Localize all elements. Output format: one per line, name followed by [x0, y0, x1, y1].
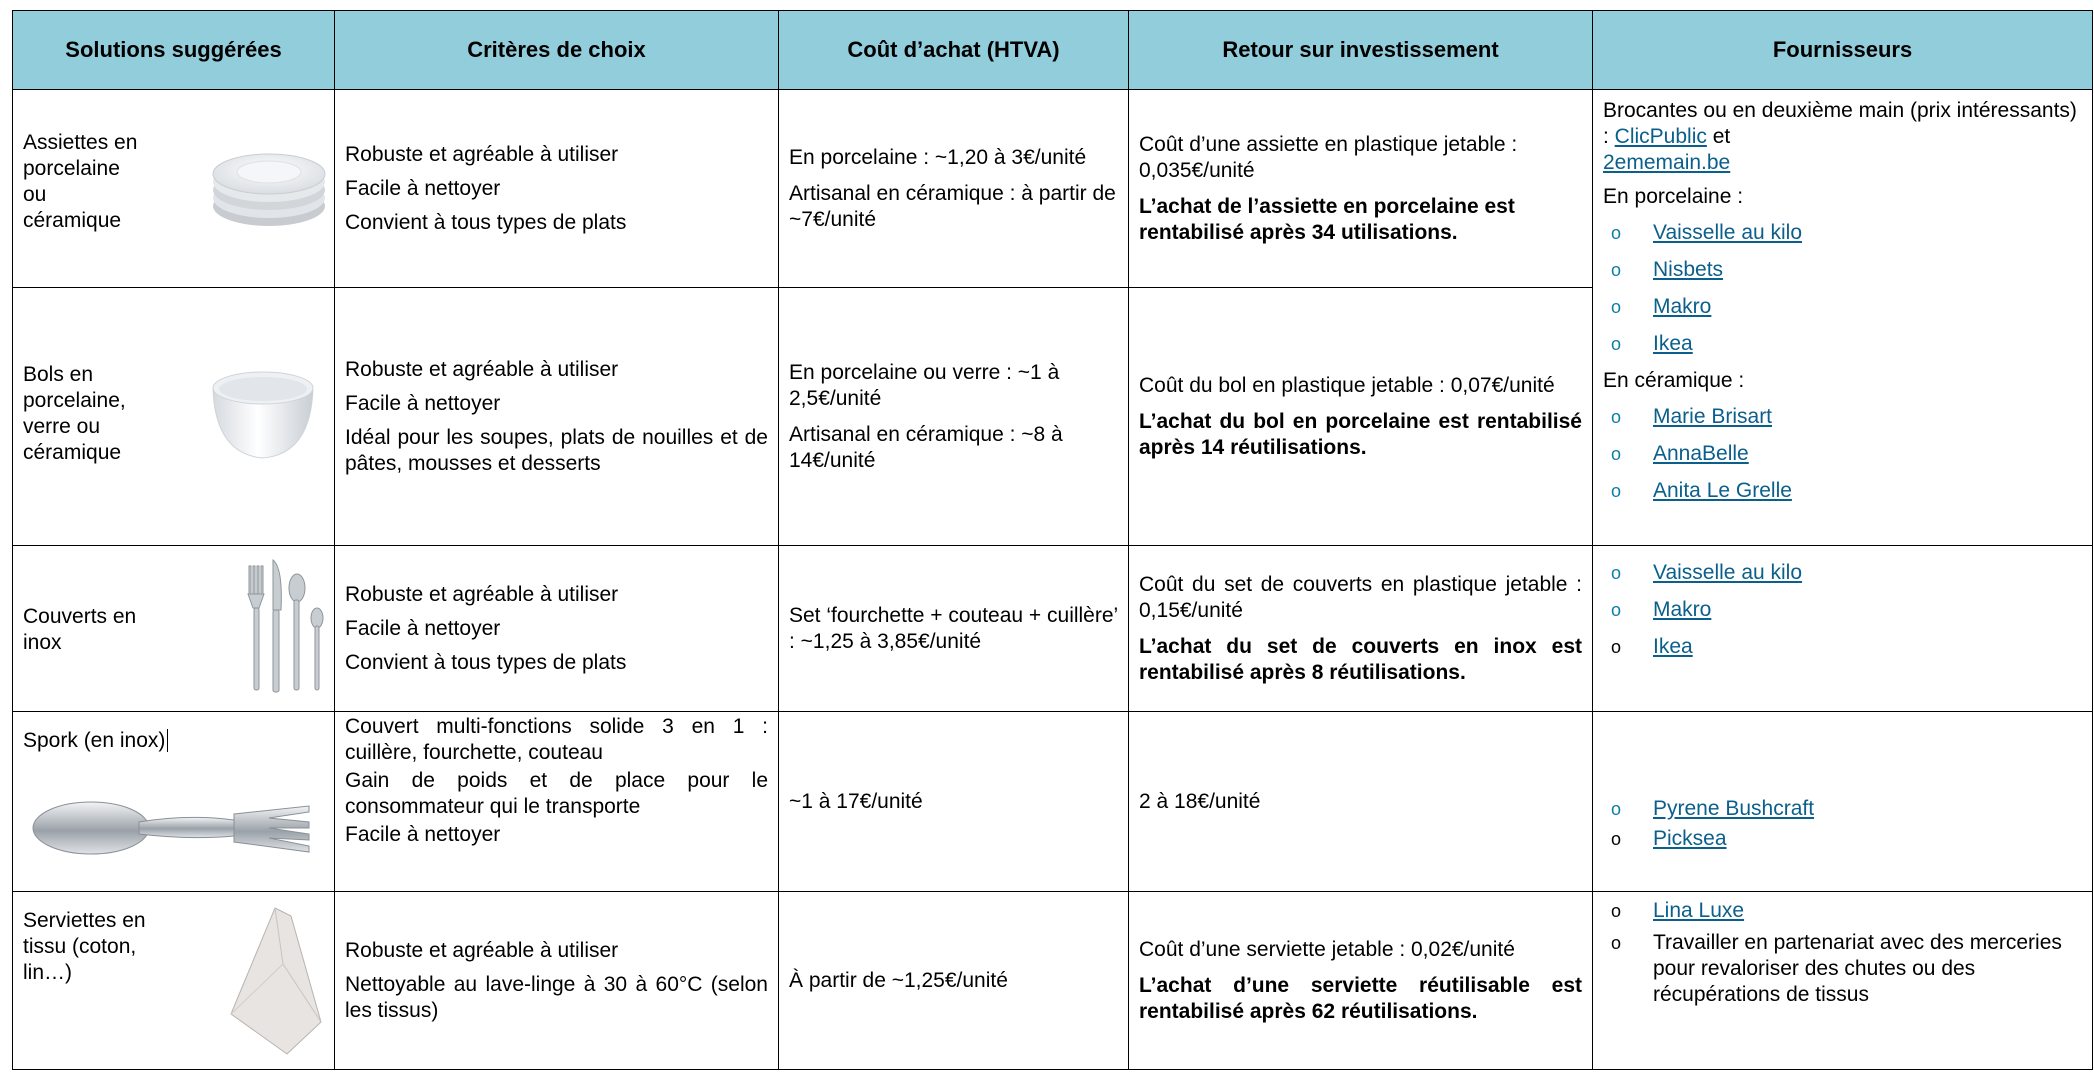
roi-cell: Coût du bol en plastique jetable : 0,07€… — [1128, 287, 1593, 546]
cost-cell: ~1 à 17€/unité — [778, 711, 1129, 892]
solution-label: Couverts en inox — [23, 605, 137, 654]
criteria-cell: Robuste et agréable à utiliser Facile à … — [334, 89, 779, 288]
solution-cell: Assiettes en porcelaine ou céramique — [12, 89, 335, 288]
link-ikea[interactable]: Ikea — [1653, 332, 1693, 355]
link-lina-luxe[interactable]: Lina Luxe — [1653, 899, 1745, 922]
header-solutions: Solutions suggérées — [12, 10, 335, 90]
criteria-cell: Robuste et agréable à utiliser Facile à … — [334, 287, 779, 546]
list-item: Vaisselle au kilo — [1603, 560, 2082, 586]
link-clicpublic[interactable]: ClicPublic — [1614, 125, 1707, 148]
list-item: Nisbets — [1603, 257, 2082, 283]
solution-cell: Serviettes en tissu (coton, lin…) — [12, 891, 335, 1070]
link-marie-brisart[interactable]: Marie Brisart — [1653, 405, 1773, 428]
porcelain-label: En porcelaine : — [1603, 185, 1744, 208]
partnership-note: Travailler en partenariat avec des merce… — [1653, 931, 2062, 1006]
link-makro[interactable]: Makro — [1653, 598, 1712, 621]
criteria-cell: Robuste et agréable à utiliser Facile à … — [334, 545, 779, 712]
link-vaisselle-au-kilo[interactable]: Vaisselle au kilo — [1653, 561, 1803, 584]
suppliers-cell-cutlery: Vaisselle au kilo Makro Ikea — [1592, 545, 2093, 712]
roi-cell: Coût d’une serviette jetable : 0,02€/uni… — [1128, 891, 1593, 1070]
roi-cell: Coût d’une assiette en plastique jetable… — [1128, 89, 1593, 288]
cost-cell: À partir de ~1,25€/unité — [778, 891, 1129, 1070]
header-criteria: Critères de choix — [334, 10, 779, 90]
list-item: Anita Le Grelle — [1603, 478, 2082, 504]
suppliers-cell-spork: Pyrene Bushcraft Picksea — [1592, 711, 2093, 892]
solution-cell: Spork (en inox) — [12, 711, 335, 892]
list-item: Picksea — [1603, 826, 2082, 852]
suppliers-cell-dishes: Brocantes ou en deuxième main (prix inté… — [1592, 89, 2093, 546]
solution-label: Spork (en inox) — [23, 728, 169, 754]
table-row: Spork (en inox) Couvert multi-fonctions … — [12, 711, 2093, 892]
link-ikea[interactable]: Ikea — [1653, 635, 1693, 658]
header-cost: Coût d’achat (HTVA) — [778, 10, 1129, 90]
napkin-icon — [230, 907, 322, 1055]
solution-cell: Bols en porcelaine, verre ou céramique — [12, 287, 335, 546]
criteria-cell: Robuste et agréable à utiliser Nettoyabl… — [334, 891, 779, 1070]
criteria-cell: Couvert multi-fonctions solide 3 en 1 : … — [334, 711, 779, 892]
list-item: Makro — [1603, 597, 2082, 623]
list-item: Pyrene Bushcraft — [1603, 796, 2082, 822]
bowl-icon — [212, 371, 314, 459]
table-row: Couverts en inox — [12, 545, 2093, 712]
solution-label: Bols en porcelaine, verre ou céramique — [23, 363, 126, 464]
suppliers-cell-napkins: Lina Luxe Travailler en partenariat avec… — [1592, 891, 2093, 1070]
cost-cell: En porcelaine ou verre : ~1 à 2,5€/unité… — [778, 287, 1129, 546]
list-item: Ikea — [1603, 634, 2082, 660]
table-header-row: Solutions suggérées Critères de choix Co… — [12, 10, 2093, 90]
list-item: AnnaBelle — [1603, 441, 2082, 467]
link-pyrene-bushcraft[interactable]: Pyrene Bushcraft — [1653, 796, 1815, 820]
link-anita-le-grelle[interactable]: Anita Le Grelle — [1653, 479, 1792, 502]
secondhand-sources: Brocantes ou en deuxième main (prix inté… — [1603, 99, 2077, 174]
list-item: Travailler en partenariat avec des merce… — [1603, 930, 2082, 1008]
cost-cell: En porcelaine : ~1,20 à 3€/unité Artisan… — [778, 89, 1129, 288]
link-annabelle[interactable]: AnnaBelle — [1653, 442, 1749, 465]
solution-cell: Couverts en inox — [12, 545, 335, 712]
solution-label: Serviettes en tissu (coton, lin…) — [23, 909, 146, 984]
header-roi: Retour sur investissement — [1128, 10, 1593, 90]
roi-cell: Coût du set de couverts en plastique jet… — [1128, 545, 1593, 712]
link-nisbets[interactable]: Nisbets — [1653, 258, 1724, 281]
list-item: Makro — [1603, 294, 2082, 320]
cutlery-icon — [247, 558, 324, 693]
link-vaisselle-au-kilo[interactable]: Vaisselle au kilo — [1653, 221, 1803, 244]
roi-cell: 2 à 18€/unité — [1128, 711, 1593, 892]
link-makro[interactable]: Makro — [1653, 295, 1712, 318]
table-row: Bols en porcelaine, verre ou céramique — [12, 287, 2093, 546]
link-picksea[interactable]: Picksea — [1653, 826, 1727, 850]
table-row: Assiettes en porcelaine ou céramique — [12, 89, 2093, 546]
ceramic-label: En céramique : — [1603, 369, 1745, 392]
porcelain-suppliers-list: Vaisselle au kilo Nisbets Makro Ikea — [1603, 220, 2082, 357]
solution-label: Assiettes en porcelaine ou céramique — [23, 131, 138, 232]
cost-cell: Set ‘fourchette + couteau + cuillère’ : … — [778, 545, 1129, 712]
list-item: Lina Luxe — [1603, 898, 2082, 924]
link-2ememain[interactable]: 2ememain.be — [1603, 151, 1731, 174]
spork-icon — [32, 801, 310, 855]
napkin-suppliers-list: Lina Luxe Travailler en partenariat avec… — [1603, 898, 2082, 1008]
products-table: Solutions suggérées Critères de choix Co… — [12, 10, 2093, 1070]
table-row: Serviettes en tissu (coton, lin…) Robust… — [12, 891, 2093, 1070]
ceramic-suppliers-list: Marie Brisart AnnaBelle Anita Le Grelle — [1603, 404, 2082, 504]
plates-stack-icon — [212, 153, 326, 226]
header-suppliers: Fournisseurs — [1592, 10, 2093, 90]
list-item: Ikea — [1603, 331, 2082, 357]
spork-suppliers-list: Pyrene Bushcraft Picksea — [1603, 796, 2082, 852]
list-item: Marie Brisart — [1603, 404, 2082, 430]
list-item: Vaisselle au kilo — [1603, 220, 2082, 246]
cutlery-suppliers-list: Vaisselle au kilo Makro Ikea — [1603, 560, 2082, 660]
